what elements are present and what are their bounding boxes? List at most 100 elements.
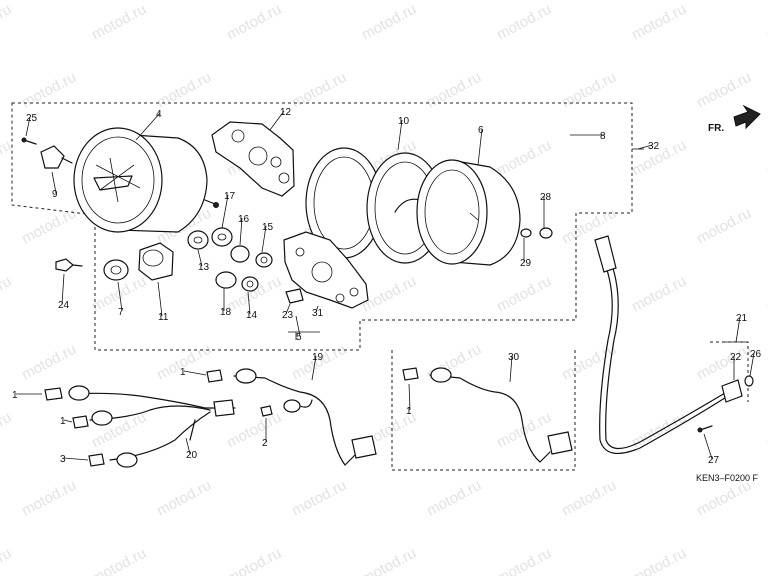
- leader-line-c4: [135, 112, 161, 141]
- watermark-text: motod.ru: [289, 477, 349, 520]
- callout-c17: 17: [224, 191, 236, 202]
- leader-line-c9: [51, 171, 57, 194]
- watermark-text: motod.ru: [359, 273, 419, 316]
- callout-c1c: 1: [180, 367, 186, 378]
- callout-c7: 7: [118, 307, 124, 318]
- watermark-text: motod.ru: [289, 69, 349, 112]
- bulb-1d: [402, 367, 419, 381]
- watermark-text: motod.ru: [19, 477, 79, 520]
- part-28-nut: [539, 227, 553, 239]
- watermark-text: motod.ru: [764, 1, 768, 44]
- leader-line-c14: [247, 291, 251, 315]
- bulb-1c: [206, 369, 223, 383]
- watermark-text: motod.ru: [19, 205, 79, 248]
- callout-c13: 13: [198, 262, 210, 273]
- watermark-text: motod.ru: [154, 477, 214, 520]
- part-11-sleeve: [138, 242, 174, 281]
- part-16-grommet: [230, 245, 250, 263]
- leader-line-c5: [295, 315, 301, 337]
- watermark-text: motod.ru: [629, 409, 689, 452]
- part-24-bolt: [55, 258, 74, 272]
- watermark-text: motod.ru: [0, 409, 14, 452]
- part-15-washer: [255, 252, 273, 268]
- harness-20: [68, 385, 236, 468]
- leader-line-c30: [509, 355, 513, 383]
- callout-c5: 5: [296, 332, 302, 343]
- callout-c2: 2: [262, 438, 268, 449]
- callout-c9: 9: [52, 189, 58, 200]
- watermark-text: motod.ru: [224, 1, 284, 44]
- watermark-text: motod.ru: [629, 545, 689, 576]
- leader-line-c17: [221, 194, 229, 229]
- leader-line-c26: [749, 352, 755, 377]
- meter-case: [416, 159, 521, 266]
- part-9-knob: [40, 145, 65, 169]
- callout-c1a: 1: [12, 390, 18, 401]
- group-bracket: [288, 331, 320, 340]
- leader-line-c21: [735, 316, 741, 343]
- watermark-text: motod.ru: [494, 137, 554, 180]
- callout-c23: 23: [282, 310, 294, 321]
- watermark-text: motod.ru: [424, 69, 484, 112]
- callout-c28: 28: [540, 192, 552, 203]
- callout-c25: 25: [26, 113, 38, 124]
- speedometer: [73, 127, 219, 233]
- callout-c27: 27: [708, 455, 720, 466]
- callout-c29: 29: [520, 258, 532, 269]
- watermark-text: motod.ru: [694, 69, 754, 112]
- watermark-text: motod.ru: [89, 545, 149, 576]
- leader-line-c3: [63, 457, 89, 461]
- leader-line-c27: [703, 433, 713, 460]
- watermark-text: motod.ru: [359, 1, 419, 44]
- callout-c14: 14: [246, 310, 258, 321]
- callout-c4: 4: [156, 109, 162, 120]
- bulb-1b: [72, 415, 89, 429]
- callout-c30: 30: [508, 352, 520, 363]
- callout-c10: 10: [398, 116, 410, 127]
- watermark-text: motod.ru: [494, 545, 554, 576]
- meter-bracket: [283, 231, 369, 309]
- watermark-text: motod.ru: [494, 273, 554, 316]
- leader-line-c1c: [183, 370, 207, 376]
- watermark-text: motod.ru: [694, 341, 754, 384]
- watermark-text: motod.ru: [764, 273, 768, 316]
- meter-plate: [211, 121, 295, 197]
- part-17-grommet: [211, 227, 233, 247]
- leader-line-c20: [185, 437, 191, 455]
- watermark-text: motod.ru: [559, 205, 619, 248]
- callout-c8: 8: [600, 131, 606, 142]
- watermark-text: motod.ru: [629, 273, 689, 316]
- watermark-text: motod.ru: [694, 205, 754, 248]
- watermark-text: motod.ru: [0, 545, 14, 576]
- callout-c24: 24: [58, 300, 70, 311]
- callout-c19: 19: [312, 352, 324, 363]
- watermark-text: motod.ru: [629, 1, 689, 44]
- part-23-clip: [285, 288, 304, 304]
- callout-c12: 12: [280, 107, 292, 118]
- leader-line-c13: [197, 249, 203, 267]
- assembly-outline: [11, 102, 633, 351]
- callout-c26: 26: [750, 349, 762, 360]
- part-13-grommet: [187, 230, 209, 250]
- callout-c16: 16: [238, 214, 250, 225]
- callouts: 1111234567891011121314151617181920212223…: [12, 107, 762, 466]
- leader-line-c6: [477, 128, 483, 166]
- leader-line-c1b: [63, 419, 73, 423]
- leader-line-c19: [311, 355, 317, 381]
- watermark-text: motod.ru: [224, 409, 284, 452]
- watermark-text: motod.ru: [559, 477, 619, 520]
- watermark-text: motod.ru: [694, 477, 754, 520]
- callout-c1b: 1: [60, 416, 66, 427]
- callout-c21: 21: [736, 313, 748, 324]
- watermark-text: motod.ru: [764, 137, 768, 180]
- diagram-code: KEN3–F0200 F: [696, 473, 759, 483]
- leader-lines: [16, 110, 755, 461]
- watermark-text: motod.ru: [19, 69, 79, 112]
- leader-line-c11: [157, 281, 163, 317]
- part-7-grommet: [103, 259, 129, 281]
- watermark-text: motod.ru: [559, 69, 619, 112]
- leader-line-c24: [61, 273, 65, 305]
- harness-30: [429, 367, 573, 463]
- callout-c15: 15: [262, 222, 274, 233]
